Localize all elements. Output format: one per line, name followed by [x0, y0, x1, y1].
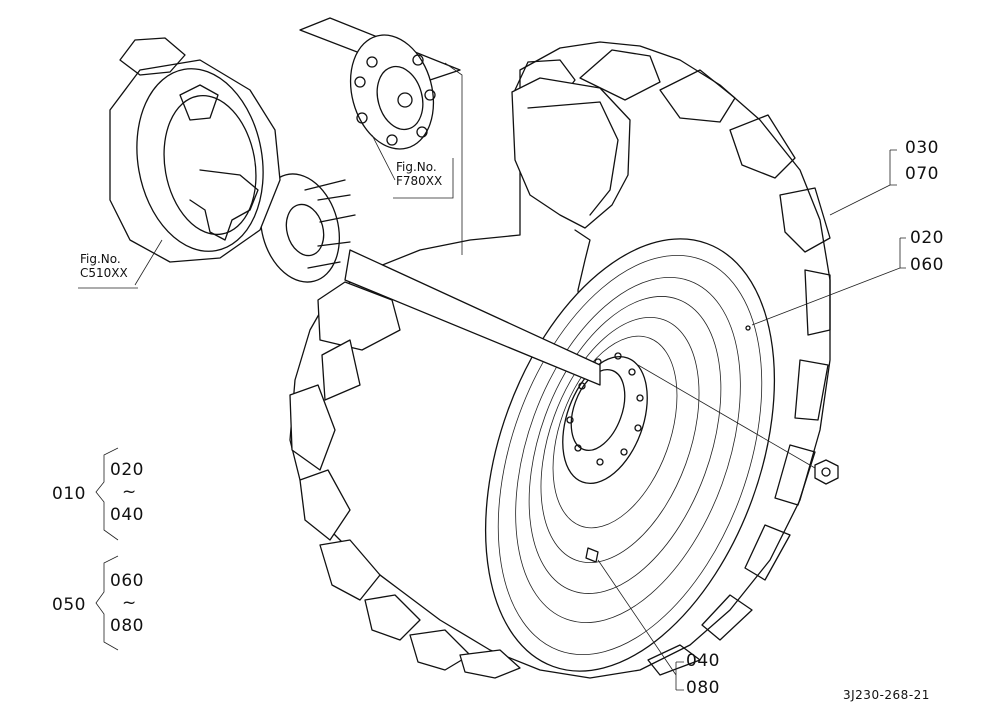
final-drive-housing [109, 37, 281, 263]
group-010-id[interactable]: 010 [52, 484, 86, 504]
group-brackets [95, 447, 119, 651]
wheel-nut [814, 459, 839, 485]
group-010-to[interactable]: 040 [110, 505, 144, 525]
callout-020[interactable]: 020 [910, 228, 944, 248]
group-010-from[interactable]: 020 [110, 460, 144, 480]
group-050-sep: ~ [122, 593, 137, 613]
hub-flange-lower [259, 173, 356, 283]
callout-040[interactable]: 040 [686, 651, 720, 671]
group-050-id[interactable]: 050 [52, 595, 86, 615]
fig-ref-rules [78, 158, 454, 289]
callout-060[interactable]: 060 [910, 255, 944, 275]
group-010-sep: ~ [122, 482, 137, 502]
callout-030[interactable]: 030 [905, 138, 939, 158]
fig-ref-code: C510XX [80, 266, 128, 280]
callout-070[interactable]: 070 [905, 164, 939, 184]
group-050-to[interactable]: 080 [110, 616, 144, 636]
leader-lines [134, 62, 906, 691]
fig-ref-label: Fig.No. [396, 160, 437, 174]
drawing-code: 3J230-268-21 [843, 688, 930, 702]
callout-080[interactable]: 080 [686, 678, 720, 698]
fig-ref-code: F780XX [396, 174, 443, 188]
fig-ref-label: Fig.No. [80, 252, 121, 266]
fig-ref-f780[interactable]: Fig.No. F780XX [396, 160, 442, 188]
fig-ref-c510[interactable]: Fig.No. C510XX [80, 252, 128, 280]
group-050-from[interactable]: 060 [110, 571, 144, 591]
hub-flange-upper [349, 34, 436, 150]
